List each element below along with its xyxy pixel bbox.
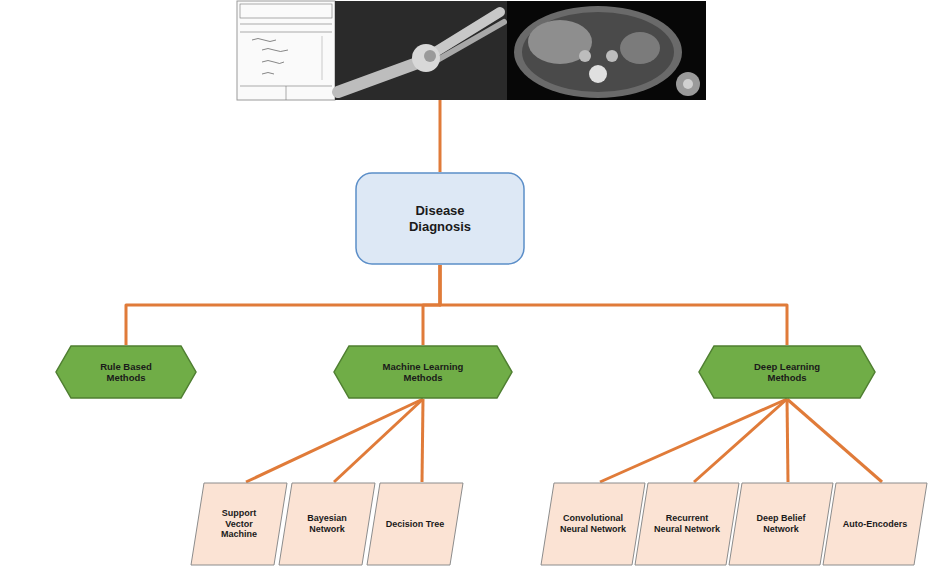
abdominal-ct [507, 1, 706, 100]
image-connector [439, 100, 442, 172]
technique-parallelogram: Auto-Encoders [822, 482, 928, 566]
node-label: Support Vector Machine [207, 508, 271, 540]
diagnosis-box: Disease Diagnosis [355, 172, 525, 265]
node-label: Machine Learning Methods [371, 361, 475, 384]
tree-connector [787, 399, 882, 482]
text-group: Recurrent Neural Network [651, 513, 723, 535]
technique-parallelogram: Decision Tree [366, 482, 464, 566]
technique-parallelogram: Deep Belief Network [728, 482, 834, 566]
text-group: Deep Belief Network [745, 513, 817, 535]
text-group: Machine Learning Methods [371, 361, 475, 384]
tree-connector [423, 265, 440, 345]
text-group: Deep Learning Methods [735, 361, 839, 384]
tree-connector [334, 399, 423, 482]
text-group: Support Vector Machine [207, 508, 271, 540]
node-label: Recurrent Neural Network [651, 513, 723, 535]
tree-connector [440, 265, 787, 345]
node-label: Bayesian Network [295, 513, 359, 535]
text-group: Disease Diagnosis [390, 203, 490, 234]
tree-connector [246, 399, 423, 482]
node-label: Deep Learning Methods [735, 361, 839, 384]
elbow-xray [335, 1, 507, 100]
tree-connector [600, 399, 787, 482]
text-group: Bayesian Network [295, 513, 359, 535]
report-form [237, 1, 335, 100]
technique-parallelogram: Support Vector Machine [190, 482, 288, 566]
tree-connector [422, 399, 423, 482]
technique-parallelogram: Bayesian Network [278, 482, 376, 566]
tree-connector [126, 265, 440, 345]
node-label: Rule Based Methods [86, 361, 166, 384]
text-group: Convolutional Neural Network [557, 513, 629, 535]
node-label: Auto-Encoders [839, 519, 911, 530]
method-hexagon: Machine Learning Methods [333, 345, 513, 399]
method-hexagon: Deep Learning Methods [698, 345, 876, 399]
tree-connector [694, 399, 787, 482]
technique-parallelogram: Recurrent Neural Network [634, 482, 740, 566]
text-group: Decision Tree [383, 519, 447, 530]
text-group: Auto-Encoders [839, 519, 911, 530]
node-label: Disease Diagnosis [390, 203, 490, 234]
node-label: Deep Belief Network [745, 513, 817, 535]
node-label: Decision Tree [383, 519, 447, 530]
tree-connector [787, 399, 788, 482]
method-hexagon: Rule Based Methods [55, 345, 197, 399]
text-group: Rule Based Methods [86, 361, 166, 384]
node-label: Convolutional Neural Network [557, 513, 629, 535]
technique-parallelogram: Convolutional Neural Network [540, 482, 646, 566]
